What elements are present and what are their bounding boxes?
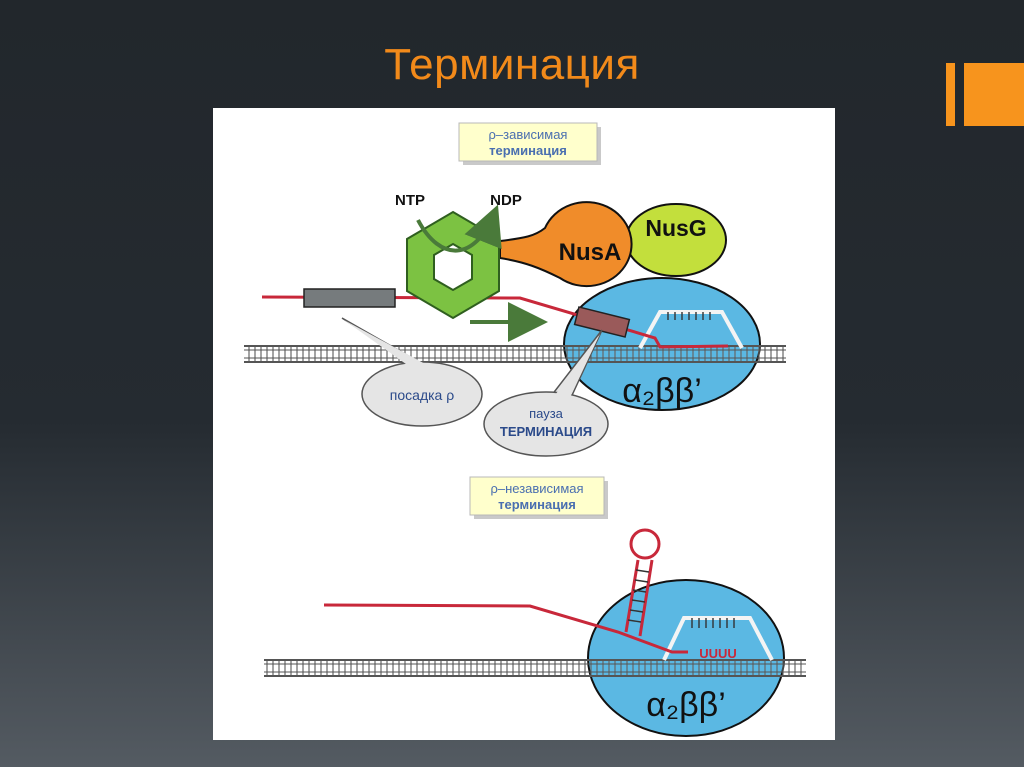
transcription-bubble <box>638 310 744 349</box>
ntp-hydrolysis-arrow <box>416 204 502 253</box>
bubble-ticks <box>667 312 711 320</box>
slide-title: Терминация <box>384 40 640 89</box>
ntp-label: NTP <box>395 192 425 209</box>
rho-independent-label-line2: терминация <box>498 497 576 512</box>
rna-bottom <box>323 603 688 654</box>
dna-bottom <box>264 659 806 677</box>
callout-loading-text: посадка ρ <box>390 387 454 403</box>
accent-bar-wide <box>964 63 1024 126</box>
callout-termination-pause: пауза ТЕРМИНАЦИЯ <box>483 329 609 457</box>
rut-site <box>303 288 396 308</box>
rho-dependent-label-line1: ρ–зависимая <box>489 127 568 142</box>
rho-independent-section: ρ–независимая терминация α₂ββ’ <box>264 476 806 737</box>
callout-pause-line1: пауза <box>529 406 564 421</box>
rho-center <box>433 242 473 292</box>
accent-bar-thin <box>946 63 955 126</box>
nusa-protein <box>499 201 633 288</box>
polymerase-label: α₂ββ’ <box>622 372 702 410</box>
uuuu-label: UUUU <box>699 646 737 661</box>
dna-top <box>244 345 786 363</box>
callout-pause-line2: ТЕРМИНАЦИЯ <box>500 424 592 439</box>
bubble-ticks-bottom <box>691 618 735 628</box>
rho-independent-label-line1: ρ–независимая <box>490 481 583 496</box>
polymerase-label-bottom: α₂ββ’ <box>646 686 726 724</box>
nusa-label: NusA <box>559 239 622 266</box>
rho-dependent-label: ρ–зависимая терминация <box>458 122 601 165</box>
callout-rho-loading: посадка ρ <box>341 317 483 427</box>
rho-independent-label: ρ–независимая терминация <box>469 476 608 519</box>
transcription-bubble-bottom <box>662 616 774 661</box>
pause-site <box>573 306 631 338</box>
ndp-label: NDP <box>490 192 522 209</box>
nusg-label: NusG <box>645 215 706 241</box>
rho-dependent-section: ρ–зависимая терминация α₂ββ’ NusG NusA <box>244 122 786 457</box>
terminator-hairpin <box>624 528 661 637</box>
rho-dependent-label-line2: терминация <box>489 143 567 158</box>
